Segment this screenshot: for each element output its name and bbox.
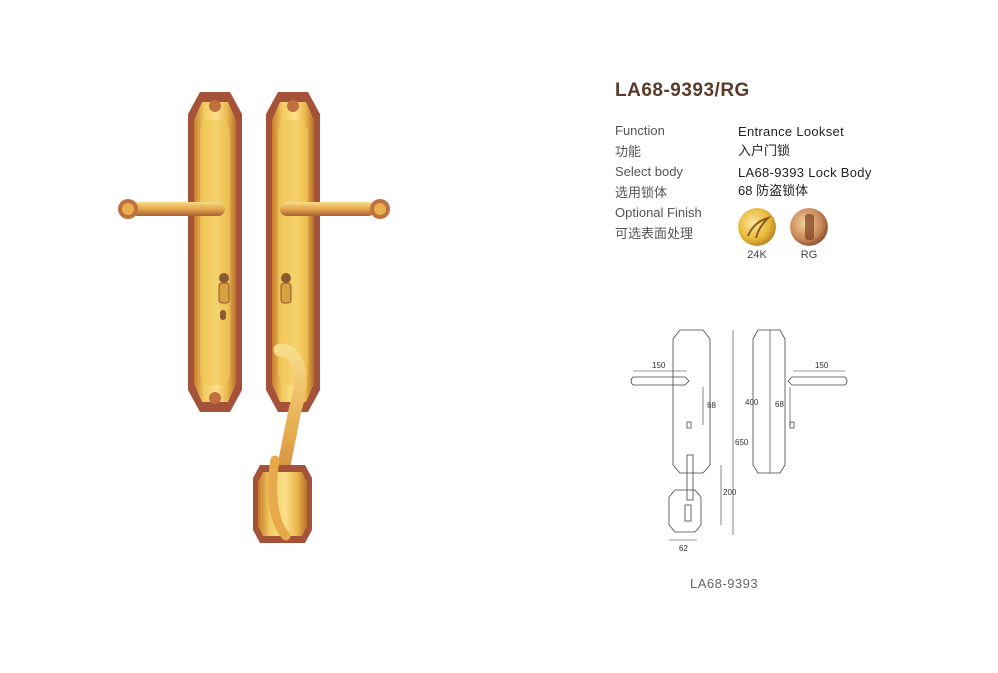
finish-swatch-rg[interactable] — [790, 208, 828, 246]
dim-spacing-right: 68 — [775, 400, 784, 409]
dim-plate-long: 650 — [735, 438, 749, 447]
function-label-en: Function — [615, 123, 665, 138]
body-label-cn: 选用锁体 — [615, 185, 668, 200]
dim-spacing-left: 68 — [707, 401, 716, 410]
left-lever-handle — [118, 199, 225, 219]
dim-plate-short: 400 — [745, 398, 759, 407]
body-label-en: Select body — [615, 164, 683, 179]
right-escutcheon-plate — [266, 92, 320, 412]
body-value-cn: 68 防盗锁体 — [738, 183, 809, 198]
drawing-right-lever — [787, 376, 848, 386]
dim-handle-left: 150 — [652, 361, 666, 370]
product-title: LA68-9393/RG — [615, 80, 750, 101]
drawing-left-lever — [630, 376, 690, 386]
finish-label-en: Optional Finish — [615, 205, 702, 220]
drawing-left-plate — [672, 329, 711, 474]
right-lever-handle — [280, 199, 390, 219]
dim-handle-right: 150 — [815, 361, 829, 370]
technical-drawing: 150 68 650 200 62 400 68 150 — [630, 329, 848, 553]
drawing-grip-plate — [668, 489, 702, 533]
body-value-en: LA68-9393 Lock Body — [738, 165, 872, 180]
drawing-grip-lower — [684, 504, 692, 522]
dim-width: 62 — [679, 544, 688, 553]
keyhole-right — [280, 273, 292, 304]
drawing-left-keyhole — [686, 421, 692, 429]
function-value-cn: 入户门锁 — [738, 143, 791, 158]
keyhole-left — [218, 273, 230, 320]
drawing-right-plate — [752, 329, 786, 474]
drawing-right-keyhole — [789, 421, 795, 429]
grip-handle — [253, 343, 312, 543]
dim-grip: 200 — [723, 488, 737, 497]
function-value-en: Entrance Lookset — [738, 124, 844, 139]
finish-caption-24k: 24K — [747, 249, 767, 261]
finish-label-cn: 可选表面处理 — [615, 226, 694, 241]
left-escutcheon-plate — [188, 92, 242, 412]
finish-swatch-24k[interactable] — [738, 208, 776, 246]
function-label-cn: 功能 — [615, 144, 642, 159]
drawing-grip-bar — [686, 454, 694, 501]
finish-caption-rg: RG — [800, 249, 818, 261]
product-image — [118, 92, 390, 543]
drawing-caption: LA68-9393 — [690, 576, 759, 591]
